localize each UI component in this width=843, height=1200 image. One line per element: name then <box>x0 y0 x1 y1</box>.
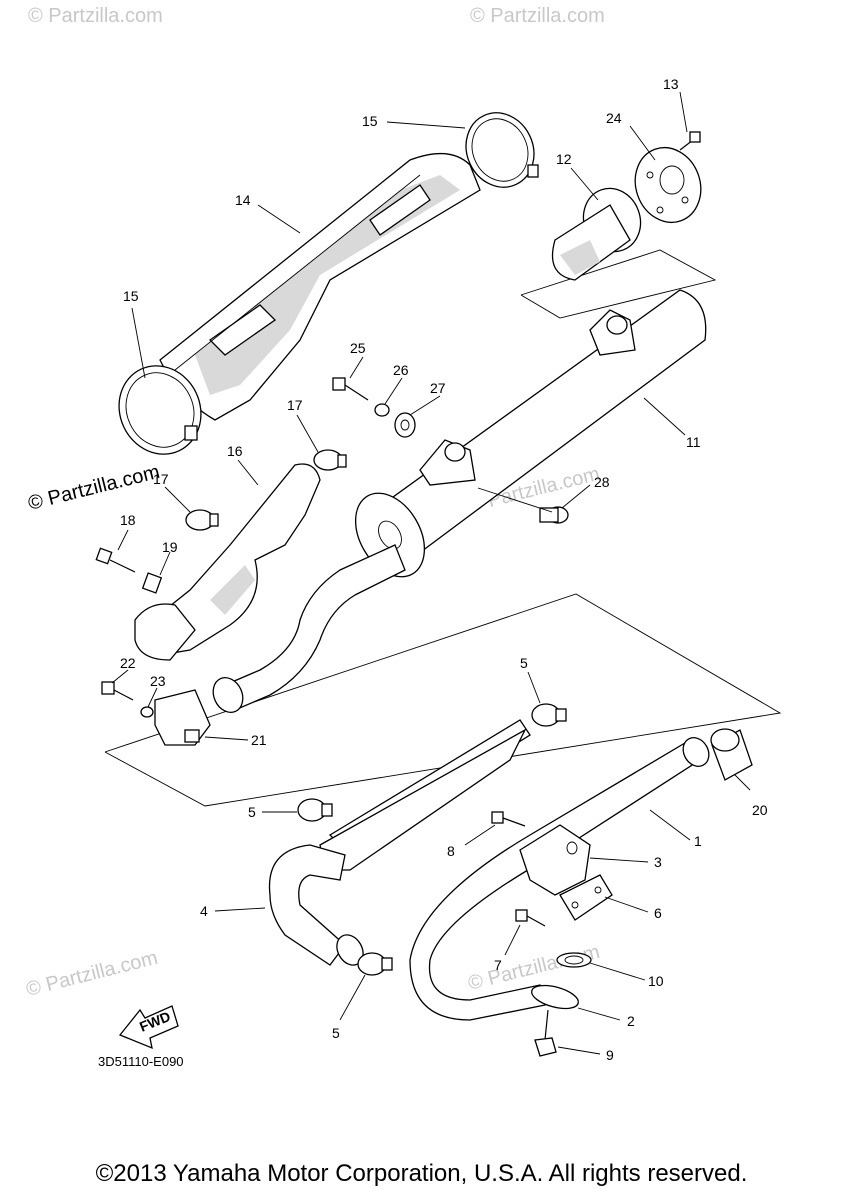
band-15-front <box>118 365 202 455</box>
bolt-13 <box>679 131 701 151</box>
nut-9 <box>534 1009 557 1057</box>
label-15-front: 15 <box>123 288 139 304</box>
label-15-rear: 15 <box>362 113 378 129</box>
gasket-10 <box>556 952 592 968</box>
clamp-5-upper <box>531 703 567 727</box>
clamp-21 <box>154 689 211 746</box>
label-16: 16 <box>227 443 243 459</box>
label-6: 6 <box>654 905 662 921</box>
label-4: 4 <box>200 903 208 919</box>
lower-assembly-frame <box>104 593 782 807</box>
pipe-protector <box>319 719 531 871</box>
label-11: 11 <box>686 434 701 450</box>
label-24: 24 <box>606 110 622 126</box>
label-26: 26 <box>393 362 409 378</box>
label-20: 20 <box>752 802 768 818</box>
muffler-inlet-pipe <box>212 544 406 714</box>
label-13: 13 <box>663 76 679 92</box>
bolt-8 <box>491 811 526 827</box>
label-17-lower: 17 <box>153 471 169 487</box>
exhaust-pipe-1 <box>409 737 710 1021</box>
label-18: 18 <box>120 512 136 528</box>
label-25: 25 <box>350 340 366 356</box>
watermark-bottom-left: © Partzilla.com <box>24 947 160 1001</box>
label-5-mid: 5 <box>248 804 256 820</box>
stay-6 <box>559 874 613 921</box>
label-14: 14 <box>235 192 251 208</box>
watermark-top-center: © Partzilla.com <box>470 5 605 27</box>
gasket-20 <box>710 728 753 781</box>
label-17-upper: 17 <box>287 397 303 413</box>
watermark-mid-left-dark: © Partzilla.com <box>26 461 162 515</box>
diagram-code: 3D51110-E090 <box>98 1054 184 1069</box>
joint-16 <box>134 463 321 661</box>
label-12: 12 <box>556 151 572 167</box>
label-27: 27 <box>430 380 446 396</box>
damper-27 <box>394 412 416 438</box>
spark-arrester-12 <box>551 187 642 281</box>
bolt-7 <box>515 909 546 927</box>
band-15-rear <box>465 112 539 188</box>
collar-19 <box>141 572 163 594</box>
label-28: 28 <box>594 474 610 490</box>
label-10: 10 <box>648 973 664 989</box>
tailpipe-cap-24 <box>634 147 702 223</box>
clamp-5-lower <box>357 952 393 976</box>
muffler-11 <box>354 289 707 578</box>
label-7: 7 <box>494 957 502 973</box>
exhaust-pipe-4 <box>268 844 364 966</box>
label-5-lower: 5 <box>332 1025 340 1041</box>
watermark-top-left: © Partzilla.com <box>28 5 163 27</box>
clamp-17-lower <box>185 509 219 531</box>
fwd-arrow-icon: FWD <box>118 1005 179 1050</box>
label-23: 23 <box>150 673 166 689</box>
bolt-22 <box>101 681 134 701</box>
clamp-5-mid <box>297 798 333 822</box>
clamp-17-upper <box>313 449 347 471</box>
label-5-upper: 5 <box>520 655 528 671</box>
bolt-25 <box>332 377 369 401</box>
leader-lines <box>111 91 751 1055</box>
copyright-notice: ©2013 Yamaha Motor Corporation, U.S.A. A… <box>95 1160 748 1187</box>
tip-assembly-frame <box>520 249 717 319</box>
muffler-protector-14 <box>159 152 481 421</box>
label-22: 22 <box>120 655 136 671</box>
washer-23 <box>140 706 154 718</box>
bracket-3 <box>519 824 591 896</box>
bolt-18 <box>95 547 136 573</box>
label-2: 2 <box>627 1013 635 1029</box>
label-19: 19 <box>162 539 178 555</box>
label-8: 8 <box>447 843 455 859</box>
washer-26 <box>374 403 390 417</box>
label-3: 3 <box>654 854 662 870</box>
collar-28 <box>539 506 569 524</box>
flange-2 <box>531 984 579 1010</box>
label-9: 9 <box>606 1047 614 1063</box>
label-1: 1 <box>694 833 702 849</box>
label-21: 21 <box>251 732 267 748</box>
